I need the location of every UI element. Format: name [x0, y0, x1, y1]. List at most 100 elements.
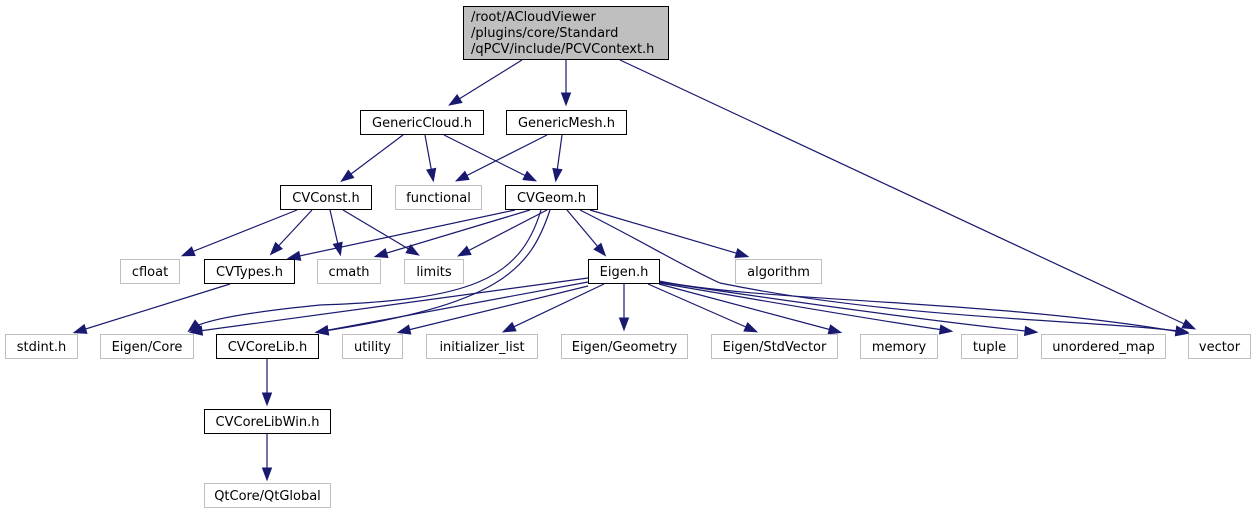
- edge-GenericMesh-to-functional: [454, 134, 548, 182]
- edge-Eigen-to-EigenGeometry: [618, 284, 630, 332]
- node-box: [711, 334, 838, 359]
- node-box: [5, 334, 78, 359]
- arrowhead: [72, 323, 88, 334]
- node-label: CVTypes.h: [216, 265, 283, 280]
- arrowhead: [938, 324, 954, 335]
- nodes-layer: /root/ACloudViewer/plugins/core/Standard…: [5, 6, 1251, 508]
- edge-CVGeom-to-limits: [456, 209, 548, 257]
- edge-line: [342, 134, 404, 181]
- arrowhead: [501, 321, 517, 333]
- edge-CVTypes-to-stdint: [72, 283, 231, 334]
- node-label: memory: [872, 340, 927, 355]
- node-root[interactable]: /root/ACloudViewer/plugins/core/Standard…: [463, 6, 669, 60]
- edge-CVConst-to-cmath: [329, 209, 343, 257]
- edge-GenericCloud-to-functional: [424, 134, 437, 183]
- node-box: [404, 259, 464, 284]
- edge-line: [317, 209, 551, 333]
- node-EigenGeometry: Eigen/Geometry: [561, 334, 688, 359]
- node-box: [395, 185, 482, 210]
- node-label: CVCoreLib.h: [228, 340, 308, 355]
- node-cmath: cmath: [317, 259, 381, 284]
- edge-line: [189, 209, 542, 331]
- arrowhead: [180, 246, 196, 257]
- node-CVCoreLibWin[interactable]: CVCoreLibWin.h: [204, 409, 331, 434]
- node-label: CVGeom.h: [517, 191, 586, 206]
- edge-CVGeom-to-cmath: [373, 209, 531, 258]
- arrowhead: [743, 321, 759, 333]
- node-label: GenericMesh.h: [518, 116, 615, 131]
- node-cfloat: cfloat: [120, 259, 180, 284]
- node-label: functional: [406, 191, 471, 206]
- node-box: [120, 259, 180, 284]
- node-box: [426, 334, 538, 359]
- node-box: [961, 334, 1018, 359]
- node-label: QtCore/QtGlobal: [214, 489, 321, 504]
- edge-line: [619, 59, 1194, 329]
- edge-line: [579, 209, 1187, 333]
- edge-CVGeom-to-Eigen: [566, 209, 607, 257]
- arrowhead: [734, 248, 750, 259]
- node-box: [1188, 334, 1251, 359]
- node-CVTypes[interactable]: CVTypes.h: [204, 259, 295, 284]
- node-CVGeom[interactable]: CVGeom.h: [505, 185, 598, 210]
- node-box: [216, 334, 319, 359]
- edge-Eigen-to-utility: [396, 285, 589, 335]
- edge-line: [457, 134, 548, 181]
- arrowhead: [261, 467, 273, 482]
- node-CVConst[interactable]: CVConst.h: [280, 185, 372, 210]
- edge-line: [289, 209, 516, 259]
- node-label: stdint.h: [17, 340, 66, 355]
- node-box: [360, 110, 484, 135]
- edge-CVCoreLibWin-to-QtGlobal: [261, 434, 273, 482]
- edge-line: [399, 285, 589, 333]
- node-Eigen[interactable]: Eigen.h: [588, 259, 660, 284]
- node-GenericMesh[interactable]: GenericMesh.h: [506, 110, 627, 135]
- node-box: [280, 185, 372, 210]
- node-box: [100, 334, 194, 359]
- arrowhead: [425, 167, 437, 183]
- node-EigenStdVector: Eigen/StdVector: [711, 334, 838, 359]
- arrowhead: [286, 250, 302, 261]
- arrowhead: [552, 167, 563, 183]
- node-CVCoreLib[interactable]: CVCoreLib.h: [216, 334, 319, 359]
- node-label: /qPCV/include/PCVContext.h: [471, 42, 654, 57]
- node-label: unordered_map: [1052, 340, 1155, 355]
- node-label: Eigen.h: [600, 265, 649, 280]
- node-tuple: tuple: [961, 334, 1018, 359]
- arrowhead: [618, 317, 630, 332]
- node-memory: memory: [860, 334, 938, 359]
- edge-line: [317, 281, 589, 333]
- edge-CVConst-to-limits: [342, 209, 420, 256]
- node-label: algorithm: [747, 265, 810, 280]
- edge-CVCoreLib-to-CVCoreLibWin: [261, 359, 273, 407]
- node-label: /plugins/core/Standard: [471, 26, 618, 41]
- edge-line: [342, 209, 418, 255]
- edge-GenericMesh-to-CVGeom: [552, 134, 563, 183]
- edge-Eigen-to-tuple: [658, 282, 954, 335]
- node-box: [204, 409, 331, 434]
- edge-line: [183, 209, 298, 256]
- node-label: tuple: [973, 340, 1006, 355]
- node-label: GenericCloud.h: [372, 116, 472, 131]
- arrowhead: [1174, 326, 1190, 337]
- edge-root-to-GenericCloud: [448, 59, 523, 106]
- node-label: CVCoreLibWin.h: [216, 415, 320, 430]
- node-vector: vector: [1188, 334, 1251, 359]
- node-label: cmath: [328, 265, 369, 280]
- node-box: [317, 259, 381, 284]
- node-box: [505, 185, 598, 210]
- edge-line: [658, 282, 951, 332]
- node-label: Eigen/Geometry: [572, 340, 678, 355]
- edge-CVGeom-to-vector: [579, 209, 1190, 336]
- arrowhead: [373, 247, 389, 258]
- arrowhead: [261, 392, 273, 407]
- node-algorithm: algorithm: [735, 259, 822, 284]
- arrowhead: [560, 92, 572, 107]
- node-GenericCloud[interactable]: GenericCloud.h: [360, 110, 484, 135]
- arrowhead: [396, 324, 412, 335]
- edge-line: [376, 209, 531, 257]
- node-stdint: stdint.h: [5, 334, 78, 359]
- edge-line: [589, 209, 747, 257]
- node-label: /root/ACloudViewer: [471, 10, 596, 25]
- node-box: [735, 259, 822, 284]
